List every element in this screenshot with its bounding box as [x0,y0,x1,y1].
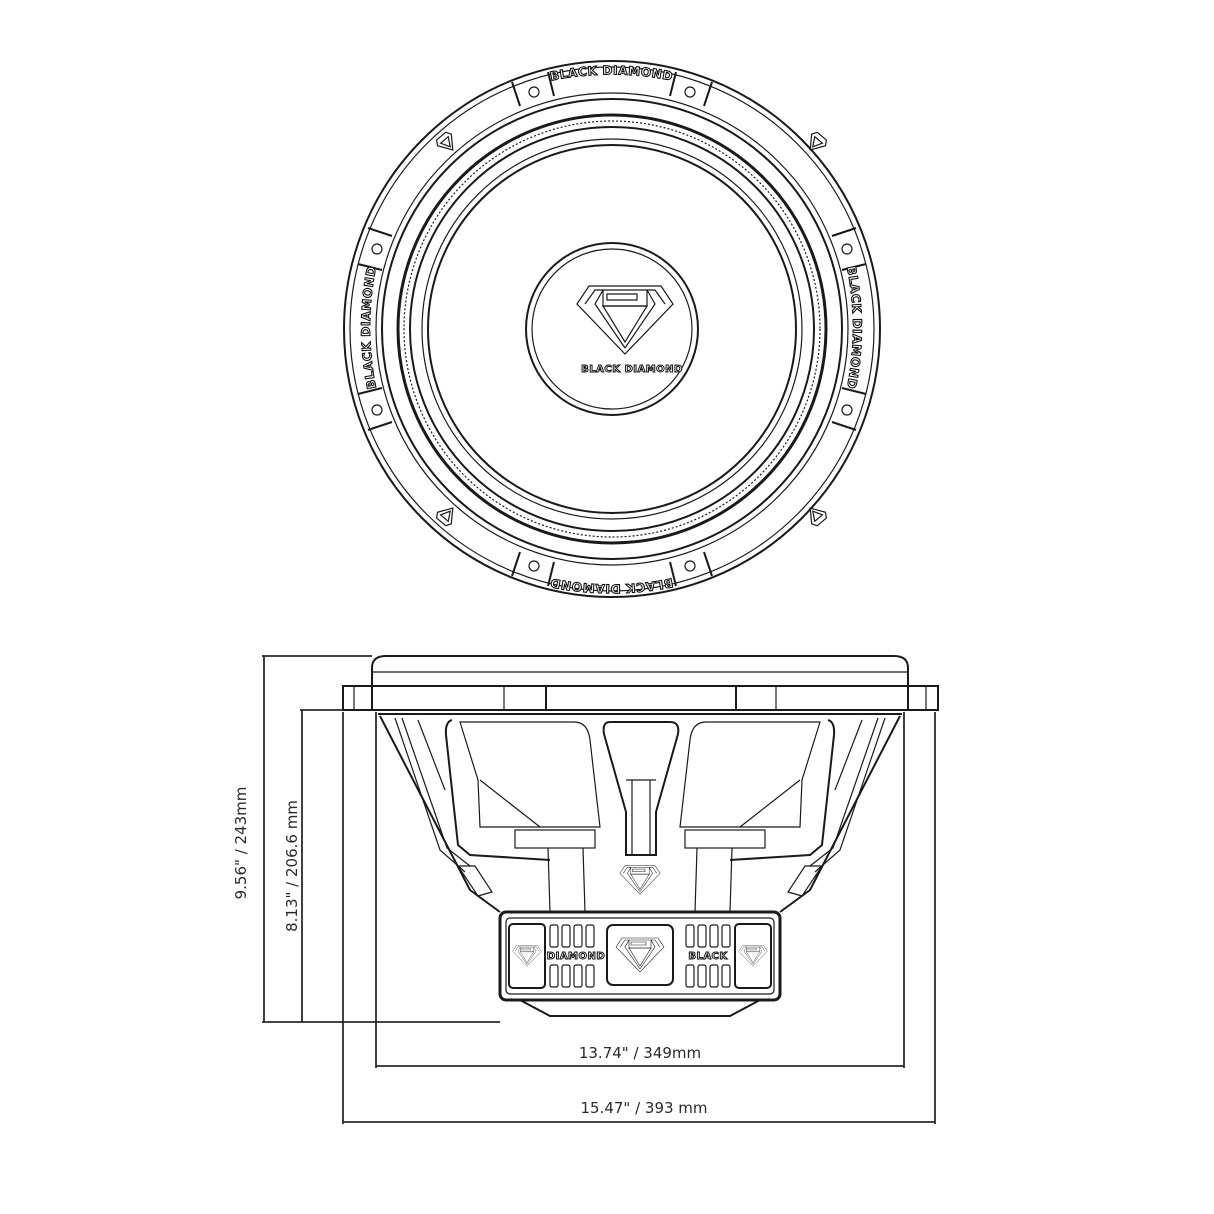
side-view: DIAMOND BLACK 9.56" / 243mm 8.13" / 206.… [232,655,939,1124]
basket-logo-icon [619,865,661,895]
gasket [371,655,909,688]
ring-label-bottom: BLACK DIAMOND [549,575,674,595]
overall-diameter-label: 15.47" / 393 mm [580,1099,707,1117]
top-view: BLACK DIAMOND BLACK DIAMOND BLACK DIAMON… [343,60,881,598]
dust-cap-inner [531,248,693,410]
basket-left-edge [379,715,501,913]
dimension-lines [262,655,936,1124]
motor-label-right: BLACK [688,951,728,962]
motor-label-left: DIAMOND [547,951,605,962]
ring-label-left: BLACK DIAMOND [359,265,379,390]
motor-end-cap-left [508,923,546,989]
basket-side-badge-icons [456,865,824,897]
center-rib [602,721,680,856]
outer-frame-edge [343,60,881,598]
cooling-fins-left [549,924,595,988]
mounting-depth-label: 8.13" / 206.6 mm [283,800,301,932]
ring-label-top: BLACK DIAMOND [549,63,674,83]
motor-center-badge [606,924,674,986]
dust-cap-outer [525,242,699,416]
surround-outer [396,113,828,545]
cooling-fins-right [685,924,731,988]
center-brand-label: BLACK DIAMOND [581,364,683,375]
overall-height-label: 9.56" / 243mm [232,787,250,900]
motor-magnet [498,910,782,1002]
motor-end-cap-right [734,923,772,989]
basket-right-edge [779,715,901,913]
bottom-plate [519,999,761,1017]
diamond-badge-icons [433,129,830,529]
cutout-diameter-label: 13.74" / 349mm [579,1044,701,1062]
mounting-holes [371,86,853,572]
brand-logo-icon [576,285,674,355]
ring-label-right: BLACK DIAMOND [844,265,864,390]
mounting-flange [342,685,939,711]
